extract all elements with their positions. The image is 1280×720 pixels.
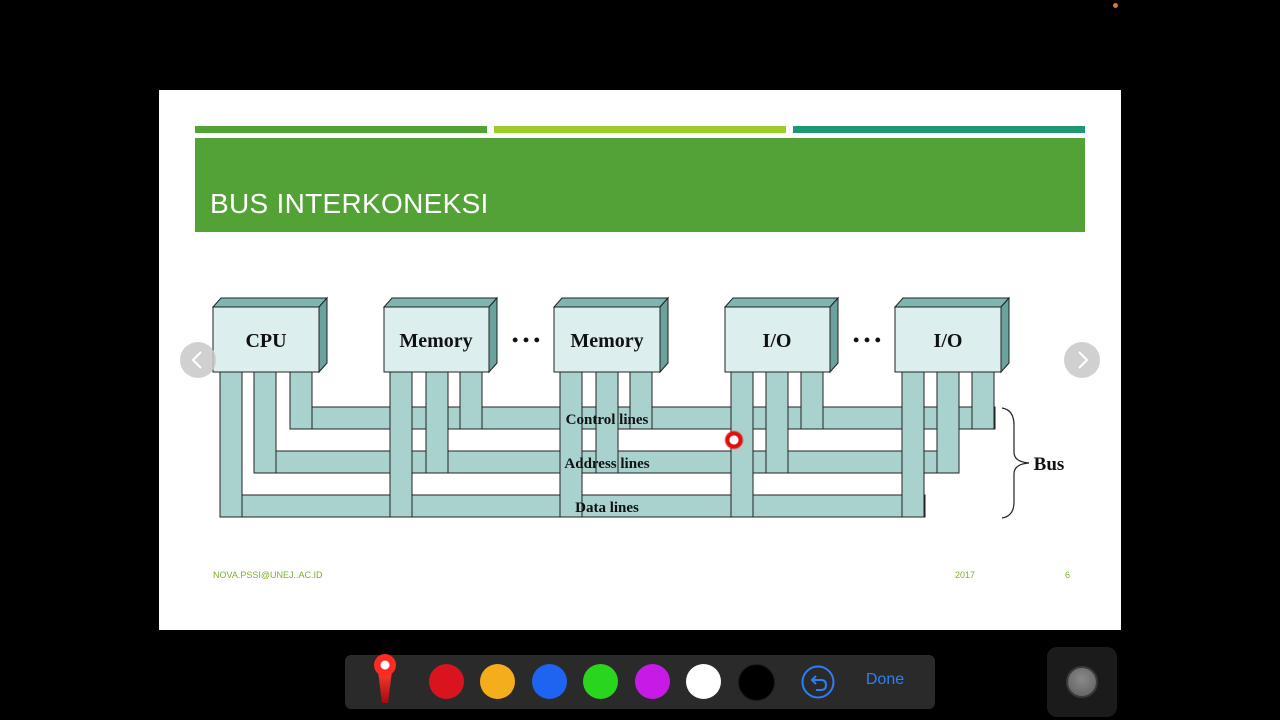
bus-label: Bus <box>1034 454 1065 475</box>
status-dot <box>1113 3 1118 8</box>
color-swatch-orange[interactable] <box>480 664 515 699</box>
memory-label-2: Memory <box>570 330 643 352</box>
cpu-label: CPU <box>245 330 286 352</box>
accent-bar-teal <box>793 126 1085 133</box>
accent-bar-green <box>195 126 487 133</box>
io-module-2 <box>893 296 1011 374</box>
chevron-left-icon <box>191 351 202 369</box>
color-swatch-red[interactable] <box>429 664 464 699</box>
color-swatch-black[interactable] <box>738 664 775 701</box>
memory-module-1 <box>382 296 499 374</box>
laser-pointer-tool[interactable] <box>365 651 405 711</box>
chevron-right-icon <box>1078 351 1089 369</box>
data-lines-label: Data lines <box>575 500 639 516</box>
undo-icon <box>801 665 835 699</box>
record-button[interactable] <box>1066 666 1098 698</box>
color-swatch-green[interactable] <box>583 664 618 699</box>
memory1-data-leg <box>389 371 413 518</box>
io-module-1 <box>723 296 840 374</box>
laser-pointer-icon <box>374 654 396 703</box>
io-label-2: I/O <box>934 330 963 352</box>
memory2-data-leg <box>559 371 583 518</box>
slide-title: BUS INTERKONEKSI <box>210 188 489 219</box>
footer-email: NOVA.PSSI@UNEJ..AC.ID <box>213 570 323 580</box>
accent-bar-lime <box>494 126 786 133</box>
annotation-toolbar: Done <box>345 654 935 709</box>
next-slide-button[interactable] <box>1064 342 1100 378</box>
title-band: BUS INTERKONEKSI <box>195 138 1085 232</box>
address-lines-label: Address lines <box>564 456 649 472</box>
cpu-data-leg <box>219 371 243 518</box>
color-swatch-white[interactable] <box>686 664 721 699</box>
color-swatch-blue[interactable] <box>532 664 567 699</box>
io-label-1: I/O <box>763 330 792 352</box>
footer-year: 2017 <box>955 570 976 580</box>
previous-slide-button[interactable] <box>180 342 216 378</box>
footer-page-number: 6 <box>1065 570 1071 580</box>
undo-button[interactable] <box>801 665 835 699</box>
laser-pointer-dot <box>724 430 744 450</box>
record-control <box>1047 647 1117 717</box>
bus-diagram: CPU Memory Memory I/O I/O • • • • • • Co… <box>211 296 1065 519</box>
bus-brace <box>1001 407 1030 519</box>
ellipsis-memory: • • • <box>512 330 540 350</box>
cpu-module <box>211 296 329 374</box>
presentation-slide: BUS INTERKONEKSI <box>159 90 1121 630</box>
memory-label-1: Memory <box>399 330 472 352</box>
memory-module-2 <box>552 296 670 374</box>
control-lines-label: Control lines <box>566 412 649 428</box>
color-swatch-purple[interactable] <box>635 664 670 699</box>
ellipsis-io: • • • <box>853 330 881 350</box>
done-button[interactable]: Done <box>865 671 905 688</box>
io2-data-leg <box>901 371 925 518</box>
